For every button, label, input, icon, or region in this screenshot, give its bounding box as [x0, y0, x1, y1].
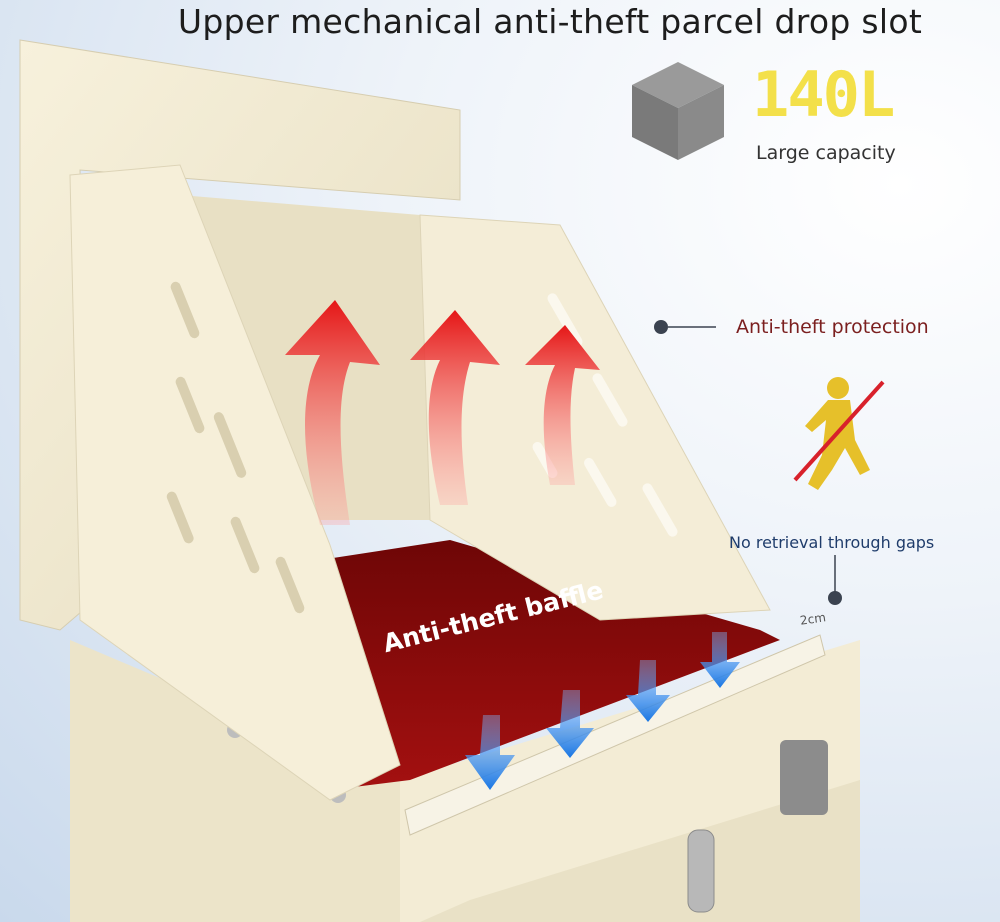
ventilation-slots	[166, 281, 305, 614]
no-retrieval-callout: No retrieval through gaps	[729, 533, 935, 552]
door-handle	[687, 829, 715, 913]
chute-right-wall	[419, 214, 771, 621]
up-arrow-icon	[285, 300, 600, 525]
no-thief-icon	[793, 377, 885, 490]
down-arrow-icon	[465, 632, 740, 790]
cabinet-body	[70, 640, 860, 922]
capacity-label: Large capacity	[756, 142, 896, 164]
chute-back-wall	[180, 195, 430, 520]
page-title: Upper mechanical anti-theft parcel drop …	[177, 2, 923, 41]
callout-dot	[828, 591, 842, 605]
box-icon	[632, 62, 724, 160]
lock-plate	[780, 740, 828, 815]
ventilation-slots	[532, 293, 678, 537]
chute-left-wall	[69, 164, 401, 801]
callout-dot	[654, 320, 668, 334]
capacity-value: 140L	[752, 58, 895, 131]
anti-theft-callout: Anti-theft protection	[736, 316, 929, 338]
